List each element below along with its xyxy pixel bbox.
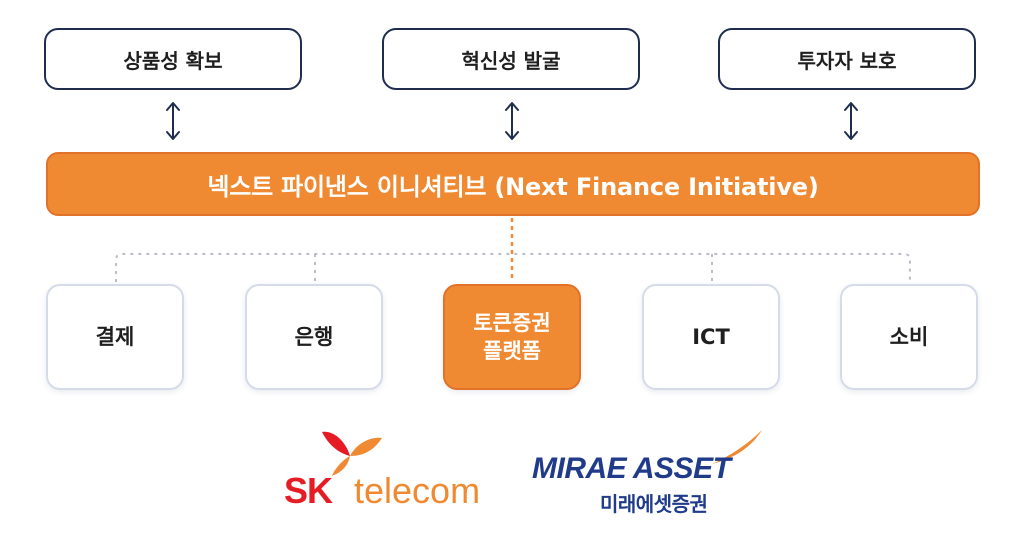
goal-label: 투자자 보호 — [797, 48, 897, 73]
domain-label-line2: 플랫폼 — [483, 339, 541, 363]
domain-box-security-token-platform: 토큰증권 플랫폼 — [443, 284, 581, 390]
butterfly-icon — [322, 431, 382, 476]
domain-label: ICT — [692, 324, 730, 349]
mirae-asset-logo: MIRAE ASSET 미래에셋증권 — [530, 428, 770, 520]
mirae-asset-text: MIRAE ASSET — [532, 452, 731, 485]
telecom-text: telecom — [354, 470, 481, 511]
domain-label: 토큰증권 — [473, 310, 551, 335]
goal-label: 상품성 확보 — [123, 48, 223, 73]
domain-box-payment: 결제 — [46, 284, 184, 390]
domain-label: 소비 — [889, 324, 929, 349]
sk-brand-text: SK — [284, 470, 333, 511]
sk-telecom-logo: SK telecom — [284, 426, 496, 518]
goal-label: 혁신성 발굴 — [461, 48, 561, 73]
domain-box-consumption: 소비 — [840, 284, 978, 390]
goal-box-investor-protection: 투자자 보호 — [718, 28, 976, 90]
initiative-banner: 넥스트 파이낸스 이니셔티브 (Next Finance Initiative) — [46, 152, 980, 216]
domain-box-bank: 은행 — [245, 284, 383, 390]
double-arrow-icon — [505, 102, 519, 140]
mirae-asset-korean-text: 미래에셋증권 — [600, 492, 708, 516]
domain-label: 결제 — [95, 324, 135, 349]
dotted-bracket — [115, 253, 911, 282]
domain-box-ict: ICT — [642, 284, 780, 390]
initiative-title: 넥스트 파이낸스 이니셔티브 (Next Finance Initiative) — [207, 172, 819, 201]
double-arrow-icon — [166, 102, 180, 140]
double-arrow-icon — [844, 102, 858, 140]
goal-box-innovation: 혁신성 발굴 — [382, 28, 640, 90]
goal-box-marketability: 상품성 확보 — [44, 28, 302, 90]
domain-label: 은행 — [294, 324, 334, 349]
